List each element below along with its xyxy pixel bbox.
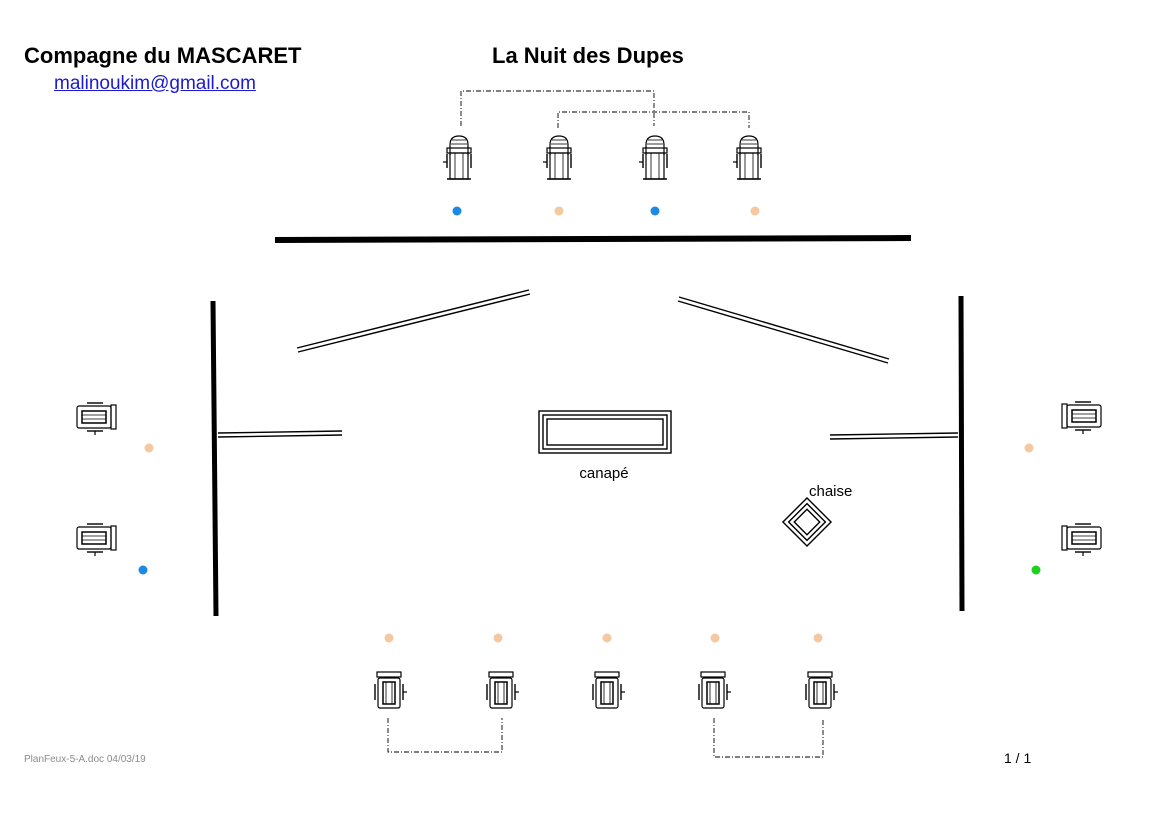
- spotlight-front-4: [698, 671, 732, 709]
- spotlight-top-1: [442, 135, 472, 180]
- spotlight-front-2: [486, 671, 520, 709]
- page-number: 1 / 1: [1004, 750, 1032, 766]
- angled-flat-right: [677, 296, 890, 364]
- focus-points: [138, 206, 1041, 643]
- patch-lines-top: [460, 90, 750, 128]
- email-link[interactable]: malinoukim@gmail.com: [54, 73, 256, 94]
- spotlight-left-1: [76, 402, 117, 436]
- focus-dot-left-1: [144, 443, 154, 453]
- angled-flat-left: [296, 289, 531, 353]
- focus-dot-front-4: [710, 633, 720, 643]
- spotlight-top-2: [542, 135, 572, 180]
- spotlight-top-4: [732, 135, 762, 180]
- spotlight-front-5: [805, 671, 839, 709]
- spotlight-right-1: [1061, 401, 1102, 435]
- focus-dot-front-3: [602, 633, 612, 643]
- focus-dot-top-1: [452, 206, 462, 216]
- spotlight-left-2: [76, 523, 117, 557]
- focus-dot-right-2: [1031, 565, 1041, 575]
- file-reference: PlanFeux-5-A.doc 04/03/19: [24, 754, 146, 765]
- spotlight-right-2: [1061, 523, 1102, 557]
- spotlight-front-1: [374, 671, 408, 709]
- right-wall: [958, 295, 965, 612]
- spotlight-top-3: [638, 135, 668, 180]
- show-title: La Nuit des Dupes: [492, 43, 684, 68]
- focus-dot-top-3: [650, 206, 660, 216]
- spotlight-front-3: [592, 671, 626, 709]
- chair-label: chaise: [809, 483, 852, 500]
- sofa: [538, 410, 672, 454]
- rear-wall: [274, 235, 912, 243]
- left-wall: [210, 300, 219, 617]
- chair: [782, 497, 832, 547]
- sofa-label: canapé: [579, 465, 628, 482]
- focus-dot-front-5: [813, 633, 823, 643]
- focus-dot-front-2: [493, 633, 503, 643]
- focus-dot-front-1: [384, 633, 394, 643]
- focus-dot-top-4: [750, 206, 760, 216]
- focus-dot-right-1: [1024, 443, 1034, 453]
- focus-dot-left-2: [138, 565, 148, 575]
- side-flat-right: [829, 432, 959, 440]
- company-name: Compagne du MASCARET: [24, 43, 302, 68]
- patch-lines-front: [387, 718, 824, 758]
- side-flat-left: [217, 430, 343, 438]
- focus-dot-top-2: [554, 206, 564, 216]
